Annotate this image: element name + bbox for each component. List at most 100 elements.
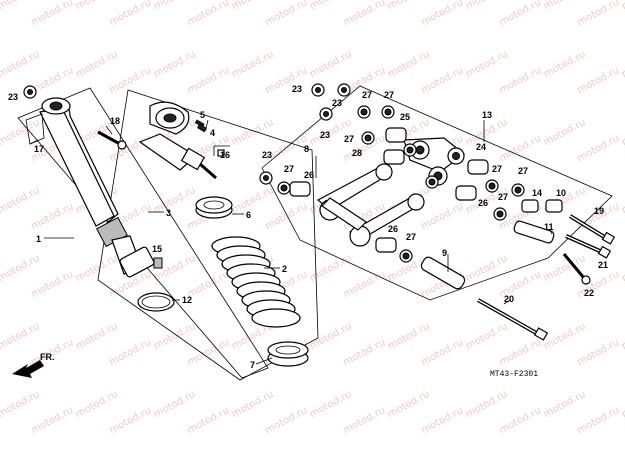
dust-seal <box>361 131 375 145</box>
watermark-text: motod.ru <box>186 337 232 368</box>
callout-3: 3 <box>166 208 171 218</box>
callout-27-c: 27 <box>384 90 394 100</box>
watermark-text: motod.ru <box>152 185 198 216</box>
nut-23-c <box>337 83 351 97</box>
watermark-text: motod.ru <box>420 65 466 96</box>
callout-24: 24 <box>476 142 486 152</box>
callout-19: 19 <box>594 206 604 216</box>
collar-26-c <box>455 185 477 201</box>
callout-23-e: 23 <box>262 150 272 160</box>
watermark-text: motod.ru <box>186 405 232 436</box>
shock-spring <box>211 236 301 328</box>
callout-27-a: 27 <box>284 164 294 174</box>
callout-labels: 1 2 3 4 5 6 7 8 9 10 11 12 13 14 15 16 1… <box>8 84 608 370</box>
callout-13: 13 <box>482 110 492 120</box>
watermark-text: motod.ru <box>420 405 466 436</box>
watermark-text: motod.ru <box>542 0 588 12</box>
callout-27-d: 27 <box>344 134 354 144</box>
watermark-text: motod.ru <box>108 65 154 96</box>
watermark-text: motod.ru <box>620 389 625 420</box>
watermark-text: motod.ru <box>464 321 510 352</box>
watermark-text: motod.ru <box>620 253 625 284</box>
callout-5: 5 <box>200 110 205 120</box>
watermark-text: motod.ru <box>576 337 622 368</box>
linkage-group-outline <box>261 85 613 301</box>
small-parts <box>153 124 230 269</box>
callout-26-b: 26 <box>388 224 398 234</box>
upper-mount <box>138 101 217 180</box>
watermark-text: motod.ru <box>0 253 42 284</box>
nut-23-e <box>259 171 273 185</box>
watermark-text: motod.ru <box>152 389 198 420</box>
dust-seal <box>399 249 413 263</box>
callout-14: 14 <box>532 188 542 198</box>
dust-seal <box>425 175 439 189</box>
watermark-text: motod.ru <box>498 337 544 368</box>
callout-9: 9 <box>442 248 447 258</box>
watermark-text: motod.ru <box>420 0 466 28</box>
spring-coil <box>251 308 301 328</box>
watermark-text: motod.ru <box>30 405 76 436</box>
watermark-text: motod.ru <box>308 0 354 12</box>
front-direction-arrow: FR. <box>12 352 55 378</box>
callout-23-c: 23 <box>332 98 342 108</box>
watermark-text: motod.ru <box>108 405 154 436</box>
callout-1: 1 <box>36 234 41 244</box>
watermark-text: motod.ru <box>0 389 42 420</box>
callout-27-g: 27 <box>498 192 508 202</box>
watermark-text: motod.ru <box>264 405 310 436</box>
watermark-text: motod.ru <box>620 0 625 12</box>
watermark-text: motod.ru <box>30 0 76 28</box>
callout-22: 22 <box>584 288 594 298</box>
watermark-text: motod.ru <box>576 405 622 436</box>
watermark-text: motod.ru <box>464 0 510 12</box>
callout-7: 7 <box>250 360 255 370</box>
diagram-code: MT43-F2301 <box>490 370 538 379</box>
watermark-text: motod.ru <box>152 321 198 352</box>
nut-23-d <box>319 107 333 121</box>
watermark-text: motod.ru <box>576 65 622 96</box>
callout-23-a: 23 <box>8 92 18 102</box>
watermark-text: motod.ru <box>264 201 310 232</box>
watermark-text: motod.ru <box>0 321 42 352</box>
callout-18: 18 <box>110 116 120 126</box>
collar-26-b <box>375 237 397 253</box>
collar-9 <box>420 256 466 290</box>
watermark-text: motod.ru <box>0 49 42 80</box>
callout-10: 10 <box>556 188 566 198</box>
bolt-22 <box>562 253 591 285</box>
spring-seat-lower <box>267 341 309 367</box>
watermark-text: motod.ru <box>30 201 76 232</box>
dust-seal <box>357 105 371 119</box>
dust-seal <box>381 105 395 119</box>
watermark-text: motod.ru <box>264 65 310 96</box>
watermark-text: motod.ru <box>152 0 198 12</box>
callout-27-b: 27 <box>362 90 372 100</box>
shock-arm <box>403 137 465 186</box>
callout-16: 16 <box>220 150 230 160</box>
watermark-text: motod.ru <box>386 389 432 420</box>
watermark-text: motod.ru <box>308 389 354 420</box>
watermark-text: motod.ru <box>230 0 276 12</box>
watermark-text: motod.ru <box>498 0 544 28</box>
collar-26-a <box>289 181 311 197</box>
watermark-text: motod.ru <box>620 185 625 216</box>
watermark-text: motod.ru <box>308 49 354 80</box>
bolt-19 <box>568 214 616 245</box>
collar-10 <box>545 199 563 213</box>
callout-27-h: 27 <box>406 232 416 242</box>
bolt-18 <box>97 130 127 150</box>
callout-2: 2 <box>282 264 287 274</box>
watermark-text: motod.ru <box>420 337 466 368</box>
watermark-text: motod.ru <box>386 0 432 12</box>
collar-28 <box>383 149 405 165</box>
watermark-text: motod.ru <box>464 389 510 420</box>
watermark-text: motod.ru <box>620 117 625 148</box>
watermark-text: motod.ru <box>0 185 42 216</box>
spring-seat-upper <box>195 196 233 219</box>
callout-11: 11 <box>544 222 554 232</box>
watermark-text: motod.ru <box>0 0 42 12</box>
watermark-text: motod.ru <box>386 49 432 80</box>
watermark-text: motod.ru <box>264 0 310 28</box>
dust-seal <box>511 183 525 197</box>
